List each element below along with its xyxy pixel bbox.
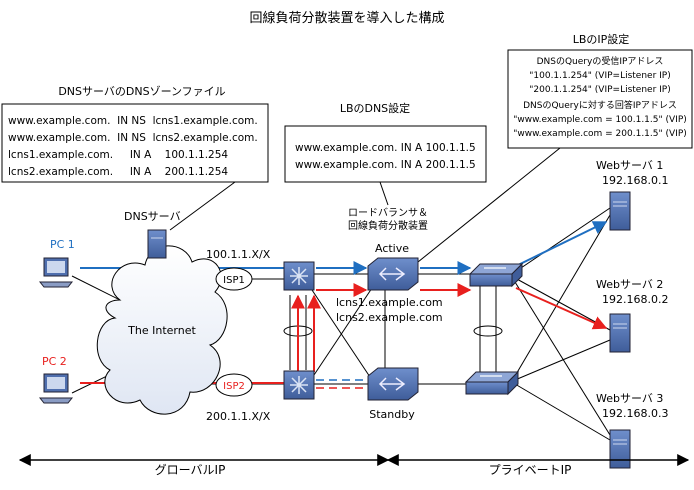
isp2-label: ISP2	[223, 381, 245, 392]
diagram-title: 回線負荷分散装置を導入した構成	[249, 10, 444, 26]
callout-lb-dns	[379, 181, 389, 206]
router2-icon	[283, 370, 315, 400]
web-server-2-name: Webサーバ 2	[596, 278, 663, 291]
pc2-icon	[38, 373, 74, 404]
pc1-label: PC 1	[50, 238, 75, 251]
web-server-1-ip: 192.168.0.1	[602, 174, 668, 187]
dns-zone-heading: DNSサーバのDNSゾーンファイル	[58, 85, 225, 98]
lb-dns-line-1: www.example.com. IN A 100.1.1.5	[295, 142, 476, 154]
dns-zone-box	[1, 103, 269, 183]
callout-dns-zone	[169, 181, 236, 231]
lb-caption-line1: ロードバランサ＆	[348, 207, 428, 219]
lb-active-icon	[367, 257, 419, 291]
lb-ip-heading: LBのIP設定	[573, 32, 630, 46]
net1-label: 100.1.1.X/X	[206, 248, 271, 261]
flow-switch-to-web1-blue	[515, 221, 608, 267]
private-ip-label: プライベートIP	[489, 463, 572, 477]
dns-zone-line-2: www.example.com. IN NS lcns2.example.com…	[8, 132, 258, 144]
web-server-1-name: Webサーバ 1	[596, 159, 663, 172]
web-server-1-icon	[609, 191, 631, 231]
pc1-icon	[38, 257, 74, 288]
web-server-2-ip: 192.168.0.2	[602, 293, 668, 306]
dns-server-label: DNSサーバ	[124, 210, 181, 223]
web-server-3-name: Webサーバ 3	[596, 392, 663, 405]
link-switch1-web1	[514, 207, 611, 273]
link-switch1-web3	[514, 281, 611, 436]
link-router1-lb-standby	[311, 289, 373, 381]
lb-dns-line-2: www.example.com. IN A 200.1.1.5	[295, 159, 476, 171]
lb-dns-box	[284, 125, 487, 183]
web-server-3-icon	[609, 429, 631, 469]
dns-server-icon	[147, 229, 167, 259]
global-ip-label: グローバルIP	[155, 463, 226, 477]
net2-label: 200.1.1.X/X	[206, 410, 271, 423]
lb-ip-line-4: DNSのQueryに対する回答IPアドレス	[523, 99, 677, 111]
lb-dns-heading: LBのDNS設定	[340, 101, 410, 115]
dns-zone-line-1: www.example.com. IN NS lcns1.example.com…	[8, 115, 258, 127]
lb-standby-icon	[367, 367, 419, 401]
link-switch2-web1	[514, 214, 611, 377]
isp1-label: ISP1	[223, 275, 245, 286]
link-switch2-web3	[514, 383, 611, 441]
dns-zone-line-3: lcns1.example.com. IN A 100.1.1.254	[8, 149, 228, 161]
router1-icon	[283, 261, 315, 291]
web-server-2-icon	[609, 313, 631, 353]
lb-caption-line2: 回線負荷分散装置	[348, 219, 428, 232]
isp2-cloud	[215, 373, 253, 397]
lcns2-label: lcns2.example.com	[336, 311, 443, 324]
lcns1-label: lcns1.example.com	[336, 296, 443, 309]
lb-ip-box	[507, 49, 693, 149]
flow-switch-to-web2-red	[515, 287, 608, 330]
pc2-label: PC 2	[42, 355, 67, 368]
switch1-icon	[468, 262, 524, 288]
isp1-cloud	[215, 267, 253, 291]
link-switch2-web2	[514, 339, 611, 381]
lb-ip-line-6: "www.example.com = 200.1.1.5" (VIP)	[513, 129, 687, 139]
lb-active-label: Active	[375, 242, 409, 255]
lb-standby-label: Standby	[369, 408, 415, 421]
lb-ip-line-1: DNSのQueryの受信IPアドレス	[537, 55, 664, 67]
lb-ip-line-3: "200.1.1.254" (VIP=Listener IP)	[529, 85, 671, 95]
dns-zone-line-4: lcns2.example.com. IN A 200.1.1.254	[8, 166, 228, 178]
link-router2-lb-active	[311, 287, 373, 379]
lb-ip-line-5: "www.example.com = 100.1.1.5" (VIP)	[513, 115, 687, 125]
web-server-3-ip: 192.168.0.3	[602, 407, 668, 420]
switch2-icon	[464, 370, 520, 396]
internet-label: The Internet	[127, 324, 196, 337]
callout-lb-ip	[407, 147, 561, 271]
link-aggregation-ring-right	[473, 325, 503, 337]
lb-ip-line-2: "100.1.1.254" (VIP=Listener IP)	[529, 71, 671, 81]
